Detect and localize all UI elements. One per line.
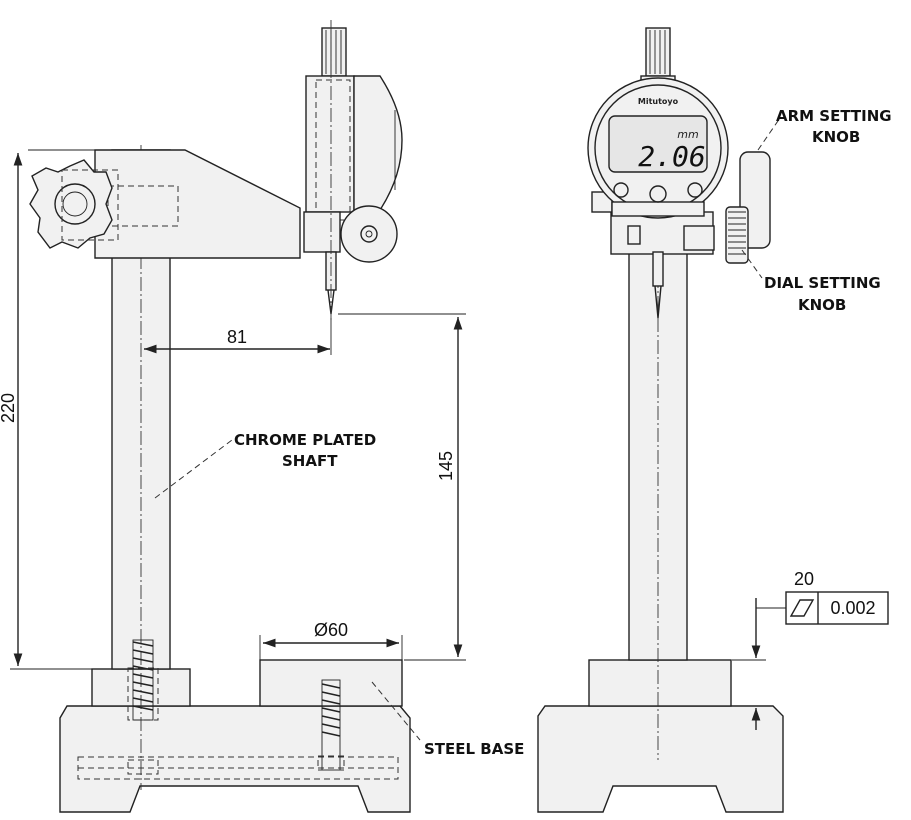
flatness-length: 20 [794,569,814,589]
front-dial-knob [725,206,749,264]
side-anvil [259,659,403,707]
front-button-right [687,182,703,198]
label-chrome-plated: CHROME PLATED [234,431,376,449]
front-anvil [588,659,732,707]
dim-81: 81 [227,327,247,347]
label-dial-knob: KNOB [798,296,846,314]
side-view: 220 81 145 Ø60 CHROME PLATED SHAFT STEEL… [0,20,524,813]
side-arm [94,149,301,259]
dim-diameter-60: Ø60 [314,620,348,640]
front-base [537,705,784,813]
front-lcd [608,115,708,173]
label-arm-setting: ARM SETTING [776,107,892,125]
side-base [59,705,411,813]
label-shaft: SHAFT [282,452,338,470]
flatness-frame [785,591,889,625]
indicator-brand: Mitutoyo [638,97,679,106]
indicator-reading: 2.06 [638,140,705,173]
front-button-center [649,185,667,203]
flatness-symbol-icon [789,599,815,617]
dim-220: 220 [0,393,18,423]
label-steel-base: STEEL BASE [424,740,524,758]
dim-145: 145 [436,451,456,481]
label-arm-knob: KNOB [812,128,860,146]
side-anvil-bolt [317,679,345,771]
side-bolt [127,639,159,775]
front-button-left [613,182,629,198]
side-clamp-knob [29,159,119,249]
label-dial-setting: DIAL SETTING [764,274,881,292]
side-indicator [303,20,403,320]
front-view: Mitutoyo mm 2.06 0.002 20 ARM SETTING KN… [537,27,892,813]
flatness-value: 0.002 [830,598,875,618]
indicator-unit: mm [677,128,698,141]
